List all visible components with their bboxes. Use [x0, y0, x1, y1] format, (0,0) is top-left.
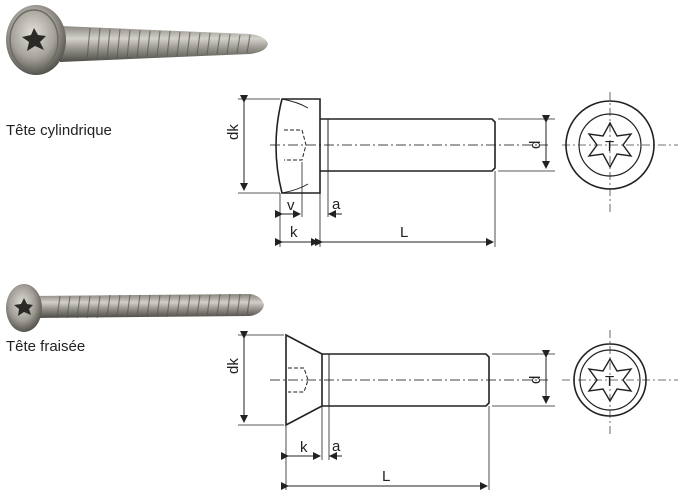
- dim-d-label: d: [527, 376, 544, 384]
- dim-L-label: L: [382, 468, 390, 485]
- dim-k-label: k: [300, 439, 308, 456]
- countersunk-drawing: dk d k a L T: [210, 330, 678, 492]
- shank-outline: [320, 118, 496, 172]
- dim-dk-label: dk: [225, 358, 242, 374]
- drive-letter: T: [605, 373, 614, 390]
- dim-k-label: k: [290, 224, 298, 241]
- dim-a-label: a: [332, 196, 341, 213]
- shank-outline: [322, 353, 490, 407]
- dim-dk-label: dk: [225, 124, 242, 140]
- pan-head-outline: [275, 98, 321, 194]
- dim-a-label: a: [332, 438, 341, 455]
- drive-letter: T: [605, 138, 614, 155]
- countersunk-end-view: T: [562, 330, 678, 435]
- countersunk-screw-photo: [0, 278, 270, 338]
- pan-head-caption: Tête cylindrique: [6, 122, 112, 139]
- dim-L-label: L: [400, 224, 408, 241]
- torx-drive-icon: [587, 357, 633, 403]
- torx-drive-icon: [587, 121, 633, 169]
- pan-head-screw-photo: [0, 0, 275, 80]
- dim-d-label: d: [527, 141, 544, 149]
- countersunk-caption: Tête fraisée: [6, 338, 86, 355]
- pan-head-end-view: T: [562, 92, 678, 212]
- pan-head-drawing: dk d v a k L T: [210, 82, 678, 252]
- dim-v-label: v: [287, 197, 295, 214]
